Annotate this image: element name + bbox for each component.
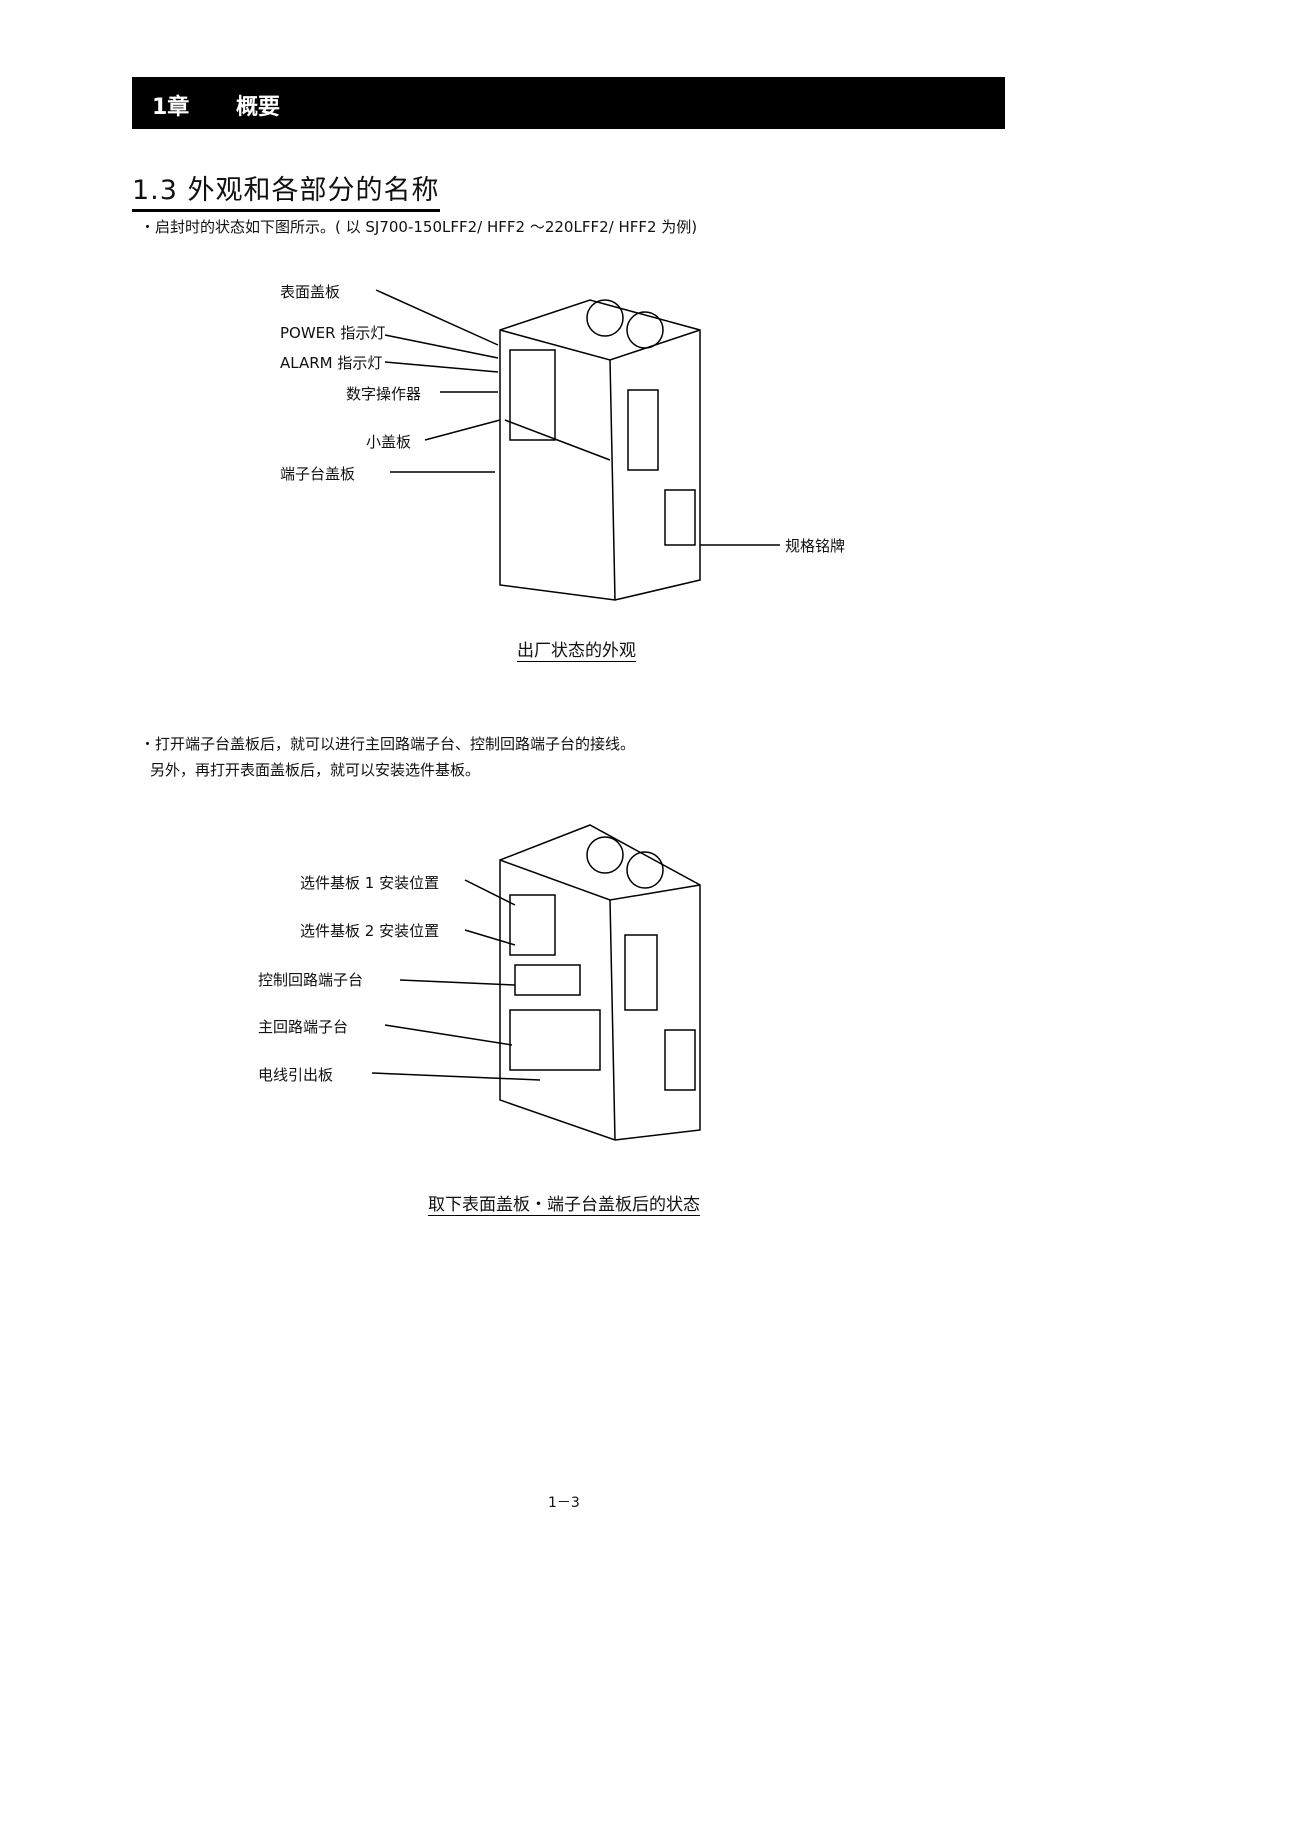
chapter-number: 1章 xyxy=(152,95,190,120)
label-nameplate: 规格铭牌 xyxy=(785,537,846,555)
intro-text: ・启封时的状态如下图所示。( 以 SJ700-150LFF2/ HFF2 ～22… xyxy=(140,218,698,236)
label-option-slot-1: 选件基板 1 安装位置 xyxy=(300,874,440,892)
inverter-closed-illustration xyxy=(375,289,780,601)
label-digital-operator: 数字操作器 xyxy=(346,385,422,403)
section-heading: 1.3 外观和各部分的名称 xyxy=(132,168,440,212)
label-main-terminal: 主回路端子台 xyxy=(258,1018,349,1036)
label-small-cover: 小盖板 xyxy=(366,433,412,451)
label-cable-plate: 电线引出板 xyxy=(258,1066,334,1084)
figure1-caption: 出厂状态的外观 xyxy=(517,636,636,662)
label-terminal-cover: 端子台盖板 xyxy=(280,465,356,483)
label-power-led: POWER 指示灯 xyxy=(280,324,386,342)
label-alarm-led: ALARM 指示灯 xyxy=(280,354,383,372)
page-number: 1－3 xyxy=(548,1495,580,1511)
chapter-header-bar: 1章 概要 xyxy=(132,77,1005,129)
chapter-title: 概要 xyxy=(236,95,281,120)
figure2-caption: 取下表面盖板・端子台盖板后的状态 xyxy=(428,1190,700,1216)
inverter-open-illustration xyxy=(371,824,701,1141)
label-control-terminal: 控制回路端子台 xyxy=(258,971,364,989)
paragraph-line-1: ・打开端子台盖板后，就可以进行主回路端子台、控制回路端子台的接线。 xyxy=(140,735,636,753)
label-option-slot-2: 选件基板 2 安装位置 xyxy=(300,922,440,940)
label-front-cover: 表面盖板 xyxy=(280,283,341,301)
paragraph-line-2: 另外，再打开表面盖板后，就可以安装选件基板。 xyxy=(150,761,481,779)
